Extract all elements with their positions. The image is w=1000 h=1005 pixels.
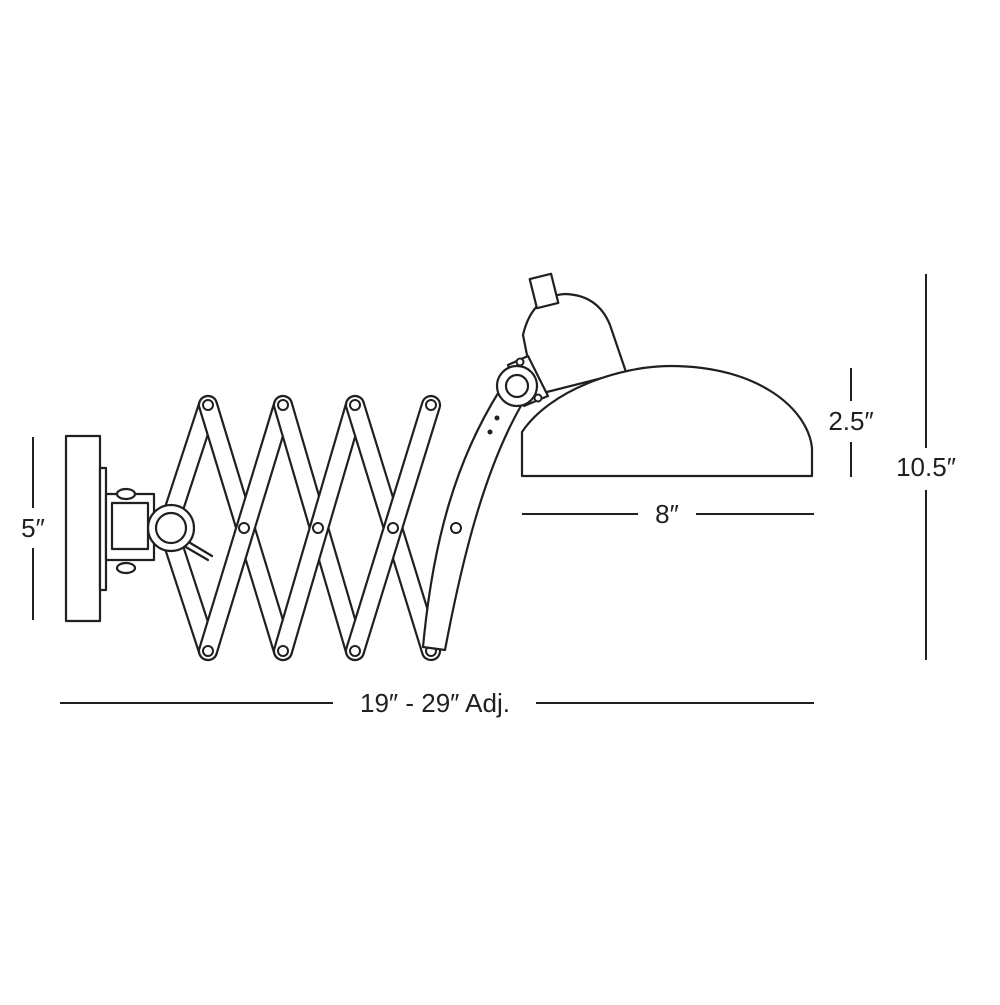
dimension-backplate-height: 5″ [21,437,45,620]
dimension-extension: 19″ - 29″ Adj. [60,688,814,718]
dimension-shade-height: 2.5″ [828,368,874,477]
scissor-pivot [349,399,361,411]
scissor-pivot [277,645,289,657]
scissor-pivot [202,399,214,411]
scissor-arm [161,394,442,662]
extension-label: 19″ - 29″ Adj. [360,688,510,718]
dimension-shade-width: 8″ [522,499,814,529]
curved-neck-arm [421,388,524,652]
dimension-overall-height: 10.5″ [896,274,956,660]
overall-height-label: 10.5″ [896,452,956,482]
dome-shade [520,364,814,478]
shade-hinge [495,354,550,408]
scissor-pivot [238,522,250,534]
scissor-pivot [425,399,437,411]
wall-backplate [64,434,108,623]
scissor-pivot [349,645,361,657]
shade-height-label: 2.5″ [828,406,873,436]
backplate-height-label: 5″ [21,513,45,543]
scissor-pivot [387,522,399,534]
scissor-pivot [202,645,214,657]
scissor-pivot [312,522,324,534]
swivel-knob [146,503,196,553]
scissor-pivot [277,399,289,411]
shade-width-label: 8″ [655,499,679,529]
shade-neck [521,272,628,397]
